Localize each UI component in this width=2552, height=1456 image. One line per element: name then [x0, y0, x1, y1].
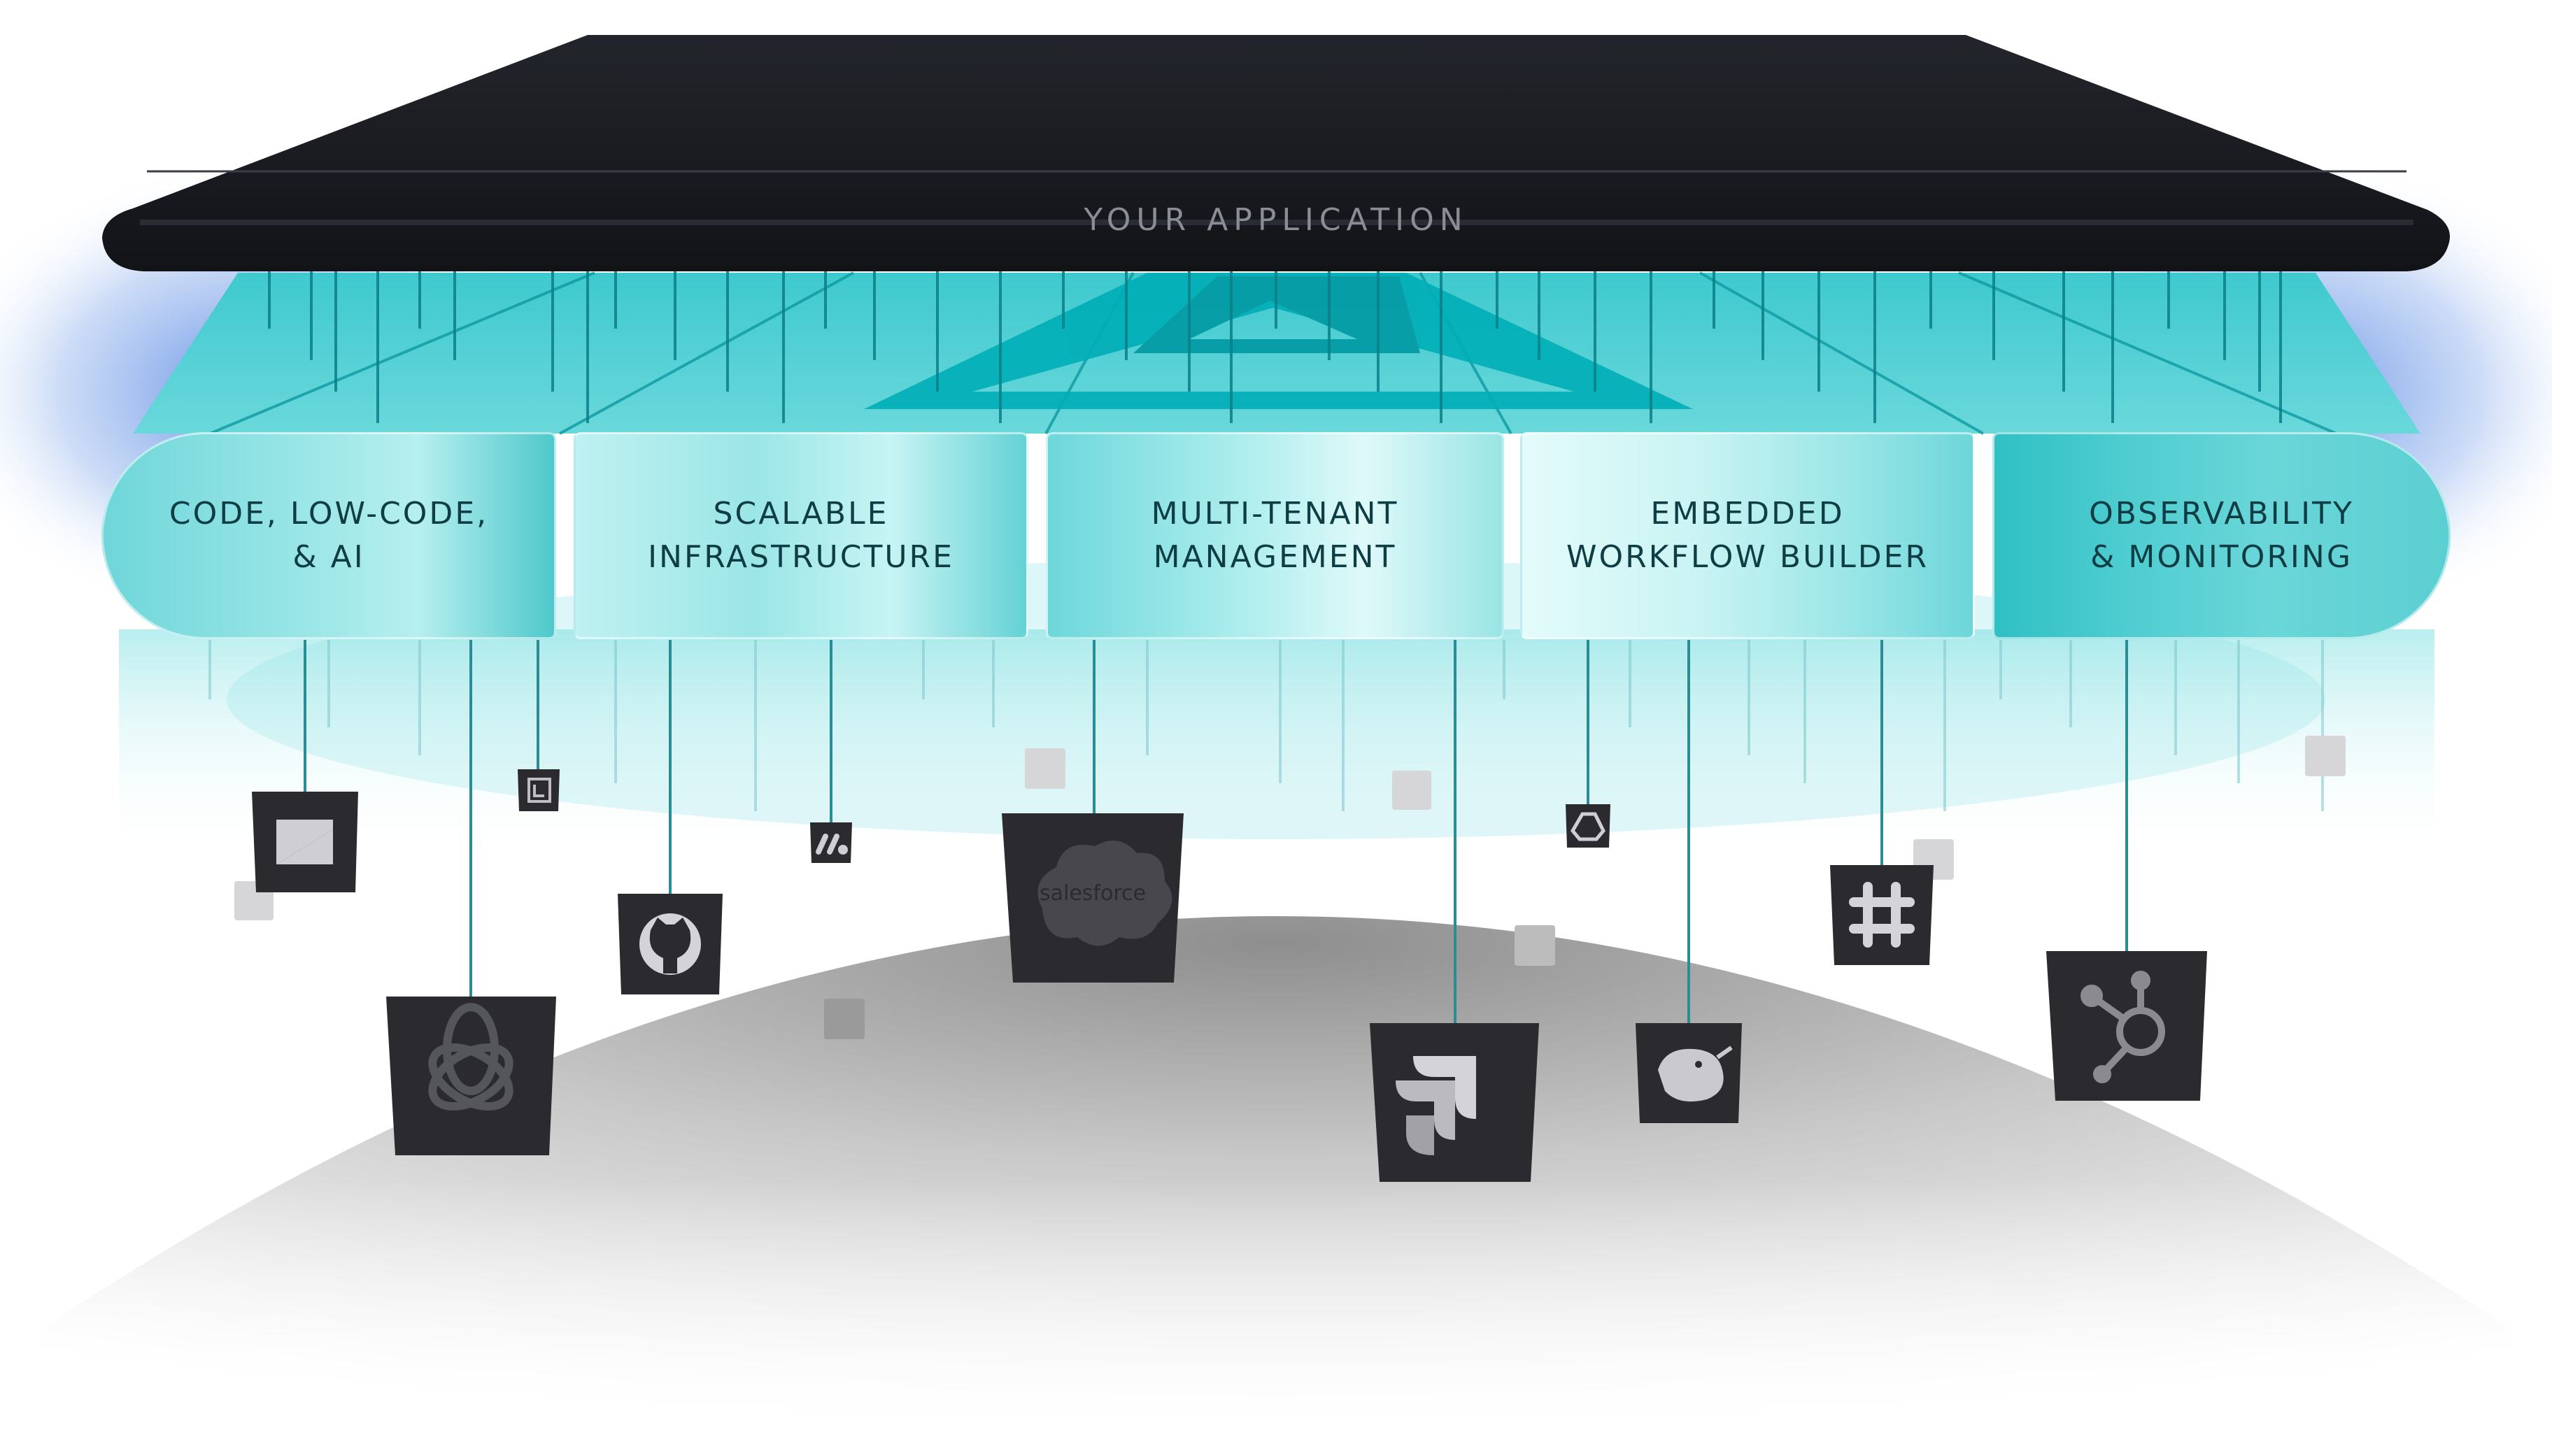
- salesforce-icon: salesforce: [1037, 841, 1172, 946]
- under-lines: [208, 640, 2324, 811]
- google-drive-icon: [1570, 812, 1605, 841]
- pillar-multi-tenant-management: MULTI-TENANT MANAGEMENT: [1046, 432, 1504, 639]
- hubspot-tile: [2046, 951, 2207, 1101]
- pillar-label: MULTI-TENANT MANAGEMENT: [1151, 496, 1399, 575]
- slack-icon: [1849, 882, 1915, 948]
- platform-logo: [864, 273, 1693, 409]
- deepseek-icon: [1658, 1045, 1733, 1102]
- pillar-code-lowcode-ai: CODE, LOW-CODE, & AI: [101, 432, 556, 639]
- monday-icon: [816, 834, 848, 855]
- zendesk-icon: [276, 820, 333, 864]
- pillar-observability-monitoring: OBSERVABILITY & MONITORING: [1992, 432, 2451, 639]
- monday-tile: [810, 822, 852, 863]
- pillar-label: OBSERVABILITY & MONITORING: [2089, 496, 2354, 575]
- under-pillar-glow: [119, 629, 2434, 860]
- deepseek-tile: [1636, 1023, 1742, 1123]
- app-bar: [102, 35, 2450, 271]
- google-drive-tile: [1566, 804, 1610, 848]
- openai-icon: [428, 1003, 513, 1111]
- pillar-label: CODE, LOW-CODE, & AI: [169, 496, 489, 575]
- pillar-label: EMBEDDED WORKFLOW BUILDER: [1566, 496, 1929, 575]
- jira-icon: [1396, 1056, 1476, 1155]
- small-app-icon: [527, 778, 551, 803]
- your-application-label: YOUR APPLICATION: [1084, 202, 1468, 238]
- github-tile: [618, 894, 723, 994]
- zendesk-tile: [252, 792, 358, 892]
- small-app-tile: [518, 769, 560, 811]
- tile-strings: [304, 640, 2128, 1023]
- github-icon: [639, 913, 701, 975]
- pillar-label: SCALABLE INFRASTRUCTURE: [648, 496, 954, 575]
- bar-lines: [268, 271, 2282, 423]
- slack-tile: [1830, 865, 1934, 965]
- pillar-scalable-infrastructure: SCALABLE INFRASTRUCTURE: [574, 432, 1028, 639]
- hubspot-icon: [2080, 971, 2165, 1083]
- globe-fade: [0, 839, 2552, 1456]
- openai-tile: [386, 997, 556, 1155]
- salesforce-wordmark: salesforce: [1040, 881, 1146, 906]
- jira-tile: [1370, 1023, 1539, 1182]
- salesforce-tile: salesforce: [1002, 813, 1184, 983]
- pillar-embedded-workflow-builder: EMBEDDED WORKFLOW BUILDER: [1520, 432, 1975, 639]
